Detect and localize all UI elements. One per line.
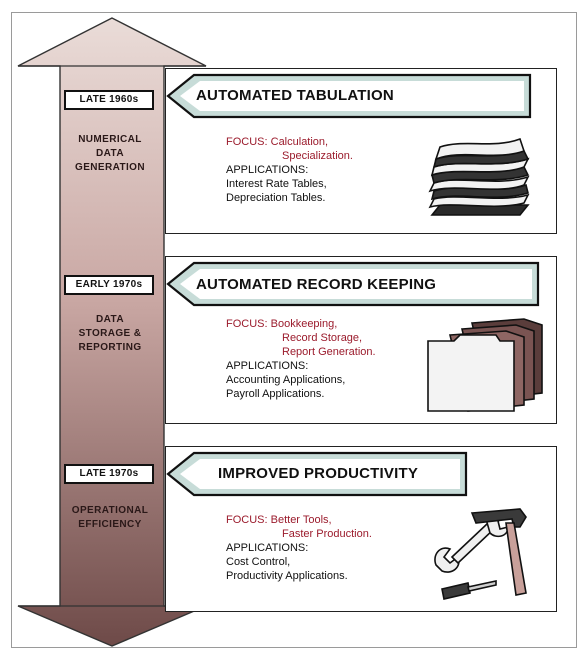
- era-title: AUTOMATED TABULATION: [196, 87, 394, 104]
- period-label-operational-efficiency: OPERATIONAL EFFICIENCY: [71, 505, 149, 530]
- period-date-early-1970s: EARLY 1970s: [64, 275, 154, 295]
- era-description: FOCUS: Calculation, Specialization. APPL…: [226, 136, 353, 204]
- era-card-improved-productivity: IMPROVED PRODUCTIVITY FOCUS: Better Tool…: [165, 446, 557, 612]
- era-banner: [166, 451, 468, 497]
- period-label-data-storage-reporting: DATA STORAGE & REPORTING: [78, 314, 142, 353]
- era-banner: [166, 73, 532, 119]
- era-description: FOCUS: Bookkeeping, Record Storage, Repo…: [226, 318, 376, 400]
- era-card-automated-record-keeping: AUTOMATED RECORD KEEPING FOCUS: Bookkeep…: [165, 256, 557, 424]
- period-date-late-1970s: LATE 1970s: [64, 464, 154, 484]
- file-folders-icon: [427, 318, 543, 412]
- period-date-late-1960s: LATE 1960s: [64, 90, 154, 110]
- era-title: AUTOMATED RECORD KEEPING: [196, 276, 437, 293]
- period-label-numerical-data-generation: NUMERICAL DATA GENERATION: [75, 134, 145, 173]
- era-description: FOCUS: Better Tools, Faster Production. …: [226, 514, 372, 582]
- tools-icon: [434, 508, 527, 600]
- stacked-paper-icon: [428, 137, 530, 216]
- era-card-automated-tabulation: AUTOMATED TABULATION FOCUS: Calculation,…: [165, 68, 557, 234]
- era-banner: [166, 261, 540, 307]
- era-title: IMPROVED PRODUCTIVITY: [218, 465, 419, 482]
